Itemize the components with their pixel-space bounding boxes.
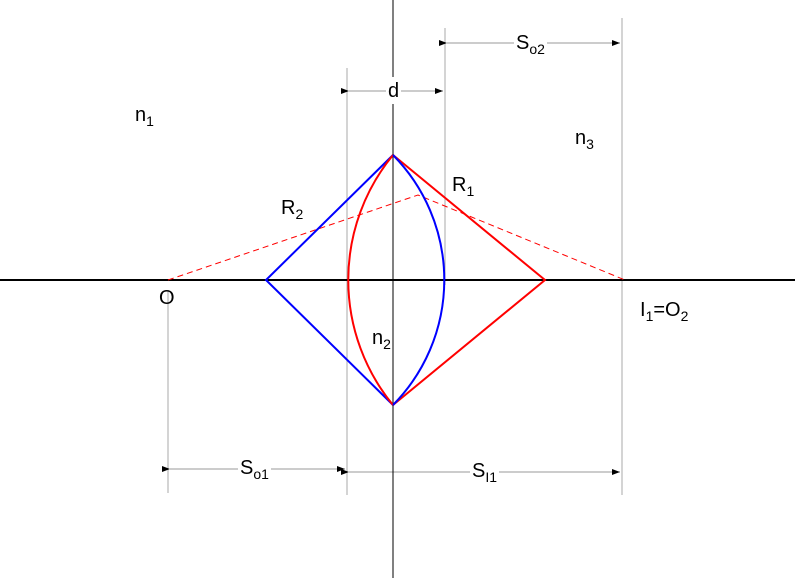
label-r2-base: R: [281, 197, 296, 219]
lens-surface-2: [392, 154, 446, 406]
label-n3-sub: 3: [586, 136, 594, 152]
label-n1-sub: 1: [146, 113, 154, 129]
radius-r2-lines: [264, 154, 394, 406]
label-n3: n3: [575, 128, 594, 151]
label-i1-base: I: [640, 299, 646, 321]
label-r1: R1: [452, 175, 474, 198]
label-so1-base: S: [240, 457, 254, 479]
label-so2-sub: o2: [529, 41, 545, 57]
label-r1-base: R: [452, 174, 467, 196]
label-si1-sub: I1: [485, 469, 498, 485]
label-image-i1-o2: I1=O2: [640, 300, 688, 323]
label-si1-base: S: [472, 460, 486, 482]
label-si1: SI1: [470, 460, 500, 485]
label-n2-base: n: [372, 327, 384, 349]
label-so1-sub: o1: [253, 466, 269, 482]
label-so2-base: S: [516, 32, 530, 54]
radius-r1-lines: [392, 154, 547, 406]
label-r2: R2: [281, 198, 303, 221]
label-so2: So2: [514, 33, 547, 56]
label-o2-sub: 2: [680, 308, 689, 324]
label-n2: n2: [372, 328, 391, 351]
label-so1: So1: [238, 458, 271, 481]
label-i1-sub: 1: [645, 308, 654, 324]
label-r1-sub: 1: [466, 183, 475, 199]
lens-surface-1: [347, 154, 394, 406]
label-object-o: O: [159, 287, 175, 309]
label-d: d: [386, 80, 402, 102]
label-equals: =: [653, 299, 666, 321]
label-n1-base: n: [135, 104, 147, 126]
label-n2-sub: 2: [383, 336, 391, 352]
ray-dashed: [167, 194, 626, 281]
label-n3-base: n: [575, 127, 587, 149]
label-r2-sub: 2: [295, 206, 304, 222]
label-o2-base: O: [665, 299, 681, 321]
label-n1: n1: [135, 105, 154, 128]
